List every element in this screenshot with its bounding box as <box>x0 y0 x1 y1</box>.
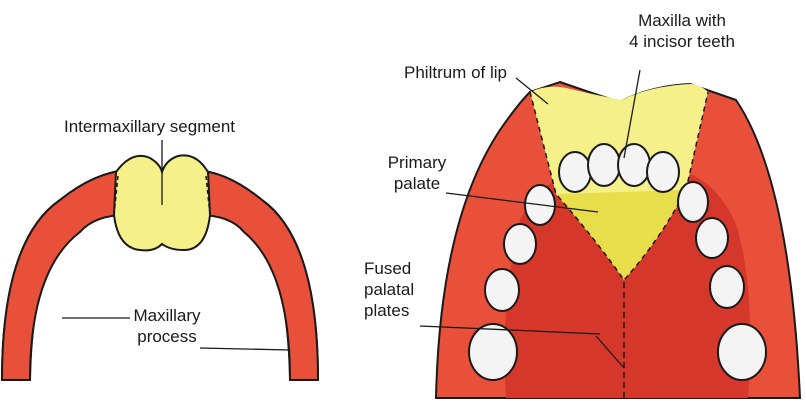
label-maxilla-line2: 4 incisor teeth <box>616 31 748 52</box>
left-arch-body <box>2 170 128 380</box>
label-primary-palate-line1: Primary <box>380 152 454 173</box>
leader-maxillary-right <box>200 348 290 350</box>
right-adult-palate <box>420 70 800 398</box>
label-fused-line2: palatal <box>364 279 414 300</box>
label-intermaxillary-segment: Intermaxillary segment <box>64 116 235 137</box>
label-maxilla-line1: Maxilla with <box>616 10 748 31</box>
incisor-3 <box>618 144 650 186</box>
label-maxillary-process-line2: process <box>126 326 208 347</box>
incisor-1 <box>559 152 591 192</box>
label-philtrum: Philtrum of lip <box>404 62 507 83</box>
right-tooth-2 <box>696 218 728 258</box>
right-tooth-3 <box>710 266 744 308</box>
label-primary-palate-line2: palate <box>380 173 454 194</box>
right-tooth-4 <box>718 324 766 380</box>
incisor-4 <box>647 152 679 192</box>
label-maxilla-incisors: Maxilla with 4 incisor teeth <box>616 10 748 52</box>
left-tooth-4 <box>469 324 517 380</box>
right-tooth-1 <box>678 182 708 222</box>
label-primary-palate: Primary palate <box>380 152 454 194</box>
left-tooth-2 <box>504 224 536 264</box>
label-maxillary-process: Maxillary process <box>126 305 208 347</box>
label-maxillary-process-line1: Maxillary <box>126 305 208 326</box>
left-tooth-3 <box>485 269 519 311</box>
label-fused-line1: Fused <box>364 258 414 279</box>
incisor-2 <box>588 144 620 186</box>
label-fused-line3: plates <box>364 300 414 321</box>
label-fused-palatal-plates: Fused palatal plates <box>364 258 414 321</box>
